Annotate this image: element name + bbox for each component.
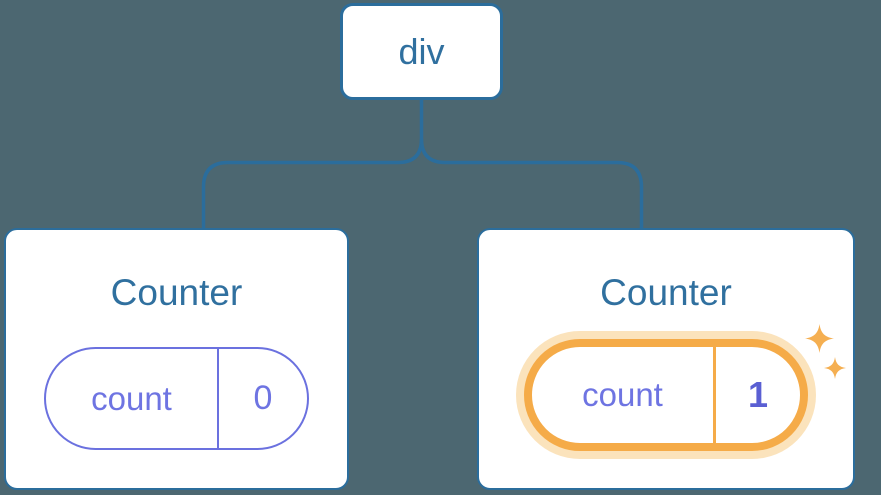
component-title: Counter — [110, 272, 243, 313]
sparkle-icon-large — [805, 324, 834, 353]
state-key: count — [532, 347, 716, 443]
state-pill-highlighted: count 1 — [524, 339, 808, 451]
sparkle-icon-small — [824, 357, 846, 379]
root-node-div: div — [340, 3, 503, 100]
counter-card-right: Counter count 1 — [477, 228, 855, 490]
component-title: Counter — [600, 272, 732, 313]
counter-card-left: Counter count 0 — [4, 228, 349, 490]
state-value: 0 — [253, 379, 273, 417]
state-pill: count 0 — [44, 347, 309, 450]
root-node-label: div — [398, 30, 445, 72]
state-key: count — [46, 349, 219, 448]
state-value: 1 — [747, 374, 769, 415]
